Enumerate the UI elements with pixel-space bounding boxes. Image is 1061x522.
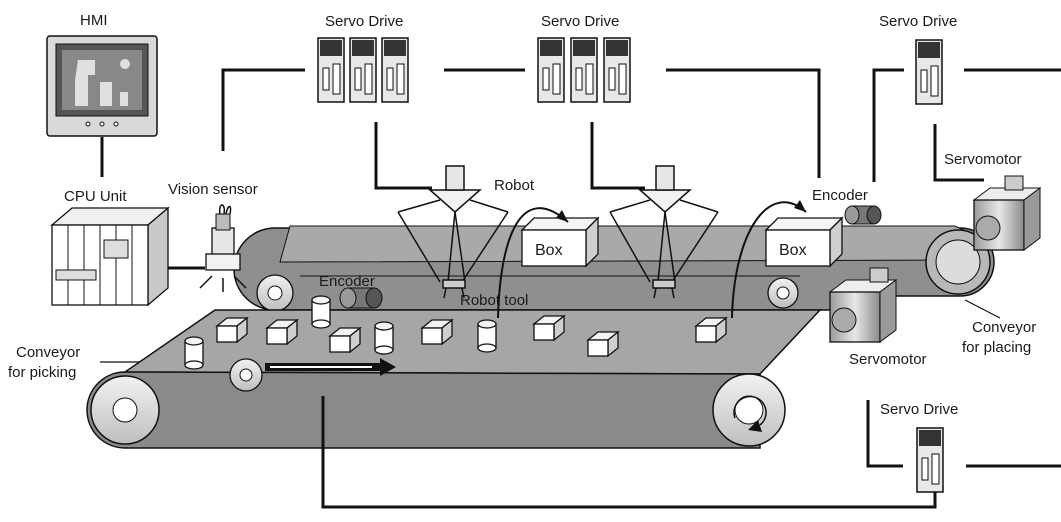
encoder-picking bbox=[340, 288, 382, 308]
encoder-placing bbox=[845, 206, 881, 224]
cpu-unit bbox=[52, 208, 168, 305]
servo-drive-3-label: Servo Drive bbox=[879, 13, 957, 30]
servo-drive-2 bbox=[538, 38, 630, 102]
robot-label: Robot bbox=[494, 177, 535, 194]
conveyor-picking-label-line2: for picking bbox=[8, 364, 76, 381]
servo-drive-3 bbox=[916, 40, 942, 104]
encoder-placing-label: Encoder bbox=[812, 187, 868, 204]
vision-sensor-label: Vision sensor bbox=[168, 181, 258, 198]
servo-drive-2-label: Servo Drive bbox=[541, 13, 619, 30]
box-1-label: Box bbox=[535, 242, 563, 259]
servomotor-placing-label: Servomotor bbox=[944, 151, 1022, 168]
servomotor-picking-label: Servomotor bbox=[849, 351, 927, 368]
conveyor-picking-label-line1: Conveyor bbox=[16, 344, 80, 361]
servo-drive-4-label: Servo Drive bbox=[880, 401, 958, 418]
servo-drive-4 bbox=[917, 428, 943, 492]
conveyor-placing-label-line2: for placing bbox=[962, 339, 1031, 356]
conveyor-placing-label-line1: Conveyor bbox=[972, 319, 1036, 336]
robot-tool-label: Robot tool bbox=[460, 292, 528, 309]
servomotor-placing bbox=[974, 176, 1040, 250]
servo-drive-1-label: Servo Drive bbox=[325, 13, 403, 30]
hmi-panel bbox=[47, 36, 157, 136]
encoder-picking-label: Encoder bbox=[319, 273, 375, 290]
box-2-label: Box bbox=[779, 242, 807, 259]
conveyor-placing-leader bbox=[965, 300, 1000, 318]
cpu-unit-label: CPU Unit bbox=[64, 188, 127, 205]
servo-drive-1 bbox=[318, 38, 408, 102]
hmi-label: HMI bbox=[80, 12, 108, 29]
